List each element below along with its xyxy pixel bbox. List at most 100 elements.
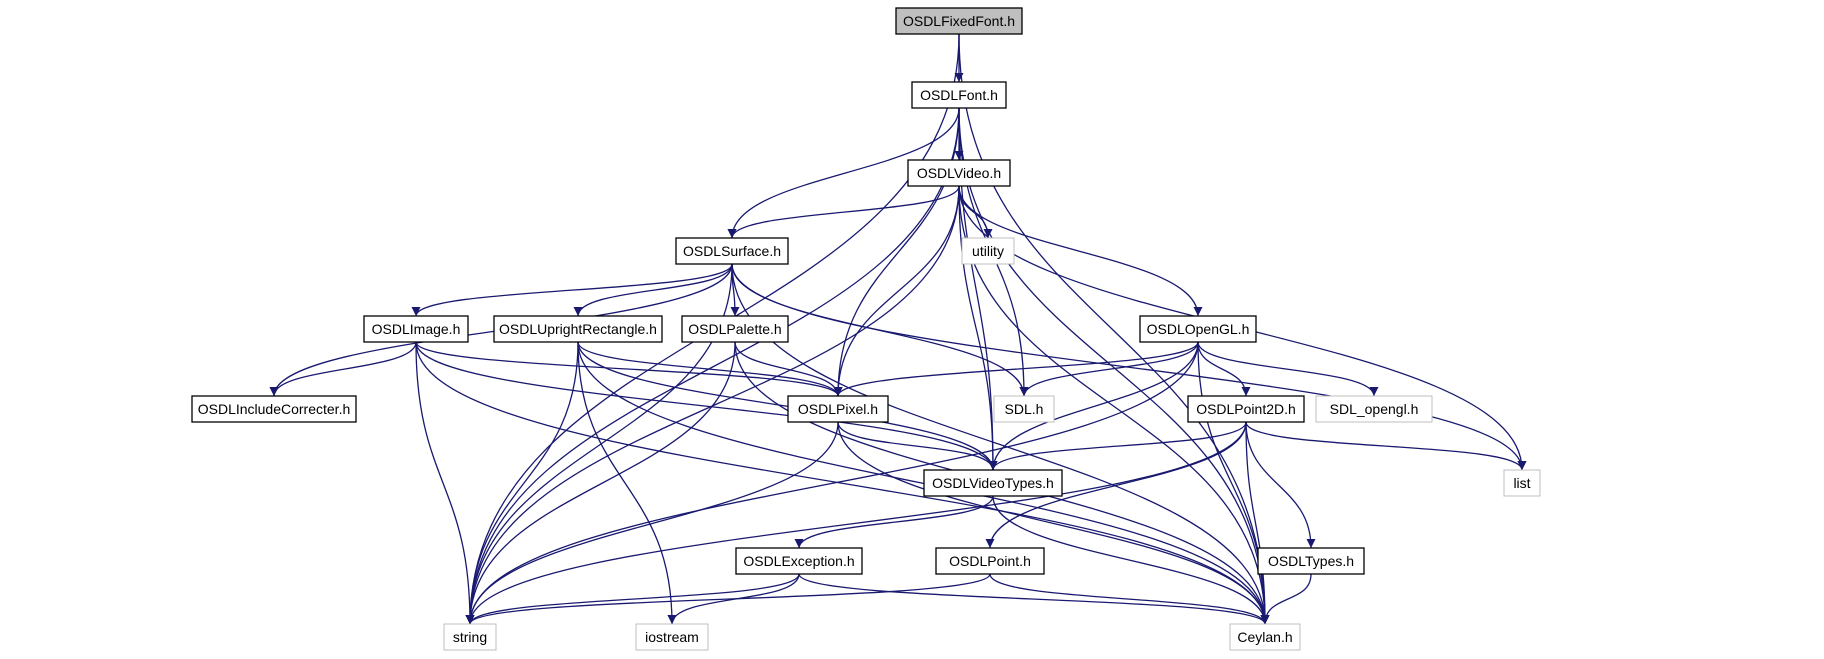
edge-image-to-inclcorr bbox=[269, 341, 417, 397]
node-box-surface bbox=[675, 237, 789, 265]
node-videotypes[interactable]: OSDLVideoTypes.h bbox=[923, 469, 1063, 497]
node-box-exception bbox=[735, 547, 863, 575]
node-label-utility: utility bbox=[972, 243, 1004, 259]
edge-palette-to-string bbox=[465, 341, 736, 625]
node-label-opengl: OSDLOpenGL.h bbox=[1147, 321, 1250, 337]
edge-uprect-to-iostream bbox=[577, 341, 677, 625]
node-label-videotypes: OSDLVideoTypes.h bbox=[932, 475, 1054, 491]
node-opengl[interactable]: OSDLOpenGL.h bbox=[1139, 315, 1257, 343]
node-box-iostream bbox=[635, 623, 709, 651]
node-label-sdlgl: SDL_opengl.h bbox=[1330, 401, 1419, 417]
node-utility: utility bbox=[961, 237, 1015, 265]
node-label-image: OSDLImage.h bbox=[372, 321, 461, 337]
edge-video-to-string bbox=[465, 185, 960, 625]
edge-exception-to-ceylan bbox=[798, 573, 1270, 625]
node-box-opengl bbox=[1139, 315, 1257, 343]
node-inclcorr[interactable]: OSDLIncludeCorrecter.h bbox=[191, 395, 357, 423]
node-ceylan: Ceylan.h bbox=[1229, 623, 1301, 651]
node-label-string: string bbox=[453, 629, 487, 645]
edge-point2d-to-list bbox=[1245, 421, 1527, 471]
edge-surface-to-image bbox=[411, 263, 733, 317]
edge-surface-to-uprect bbox=[573, 263, 733, 317]
node-uprect[interactable]: OSDLUprightRectangle.h bbox=[493, 315, 663, 343]
node-image[interactable]: OSDLImage.h bbox=[363, 315, 469, 343]
node-box-pixel bbox=[787, 395, 889, 423]
edge-point2d-to-videotypes bbox=[988, 421, 1247, 471]
node-box-video bbox=[907, 159, 1011, 187]
node-label-iostream: iostream bbox=[645, 629, 699, 645]
node-box-utility bbox=[961, 237, 1015, 265]
edge-image-to-pixel bbox=[415, 341, 843, 397]
node-box-palette bbox=[681, 315, 789, 343]
node-box-types bbox=[1257, 547, 1365, 575]
edge-pixel-to-string bbox=[465, 421, 839, 625]
node-list: list bbox=[1503, 469, 1541, 497]
edge-opengl-to-pixel bbox=[833, 341, 1199, 397]
edge-types-to-ceylan bbox=[1260, 573, 1312, 625]
node-palette[interactable]: OSDLPalette.h bbox=[681, 315, 789, 343]
edge-font-to-pixel bbox=[833, 107, 960, 397]
node-box-font bbox=[911, 81, 1007, 109]
node-sdlgl: SDL_opengl.h bbox=[1315, 395, 1433, 423]
node-box-inclcorr bbox=[191, 395, 357, 423]
node-point2d[interactable]: OSDLPoint2D.h bbox=[1187, 395, 1305, 423]
node-box-sdl bbox=[993, 395, 1055, 423]
edge-image-to-string bbox=[415, 341, 475, 625]
edge-uprect-to-pixel bbox=[577, 341, 843, 397]
edge-point2d-to-string bbox=[465, 421, 1247, 625]
edge-fixedfont-to-ceylan bbox=[958, 33, 1270, 625]
edge-uprect-to-ceylan bbox=[577, 341, 1270, 625]
node-fixedfont[interactable]: OSDLFixedFont.h bbox=[895, 7, 1023, 35]
node-font[interactable]: OSDLFont.h bbox=[911, 81, 1007, 109]
edge-opengl-to-ceylan bbox=[1197, 341, 1270, 625]
node-box-ceylan bbox=[1229, 623, 1301, 651]
node-box-image bbox=[363, 315, 469, 343]
edge-video-to-pixel bbox=[833, 185, 960, 397]
node-label-point2d: OSDLPoint2D.h bbox=[1196, 401, 1296, 417]
edge-pixel-to-ceylan bbox=[837, 421, 1270, 625]
node-surface[interactable]: OSDLSurface.h bbox=[675, 237, 789, 265]
node-types[interactable]: OSDLTypes.h bbox=[1257, 547, 1365, 575]
node-label-types: OSDLTypes.h bbox=[1268, 553, 1354, 569]
node-box-uprect bbox=[493, 315, 663, 343]
node-box-fixedfont bbox=[895, 7, 1023, 35]
node-box-sdlgl bbox=[1315, 395, 1433, 423]
edge-video-to-surface bbox=[727, 185, 960, 239]
edge-uprect-to-videotypes bbox=[577, 341, 998, 471]
node-exception[interactable]: OSDLException.h bbox=[735, 547, 863, 575]
node-point[interactable]: OSDLPoint.h bbox=[935, 547, 1045, 575]
edge-opengl-to-string bbox=[465, 341, 1199, 625]
edge-font-to-ceylan bbox=[958, 107, 1270, 625]
node-label-uprect: OSDLUprightRectangle.h bbox=[499, 321, 657, 337]
node-string: string bbox=[443, 623, 497, 651]
node-pixel[interactable]: OSDLPixel.h bbox=[787, 395, 889, 423]
node-video[interactable]: OSDLVideo.h bbox=[907, 159, 1011, 187]
node-label-exception: OSDLException.h bbox=[743, 553, 854, 569]
edge-videotypes-to-ceylan bbox=[992, 495, 1270, 625]
node-label-list: list bbox=[1513, 475, 1530, 491]
node-label-font: OSDLFont.h bbox=[920, 87, 998, 103]
edge-image-to-videotypes bbox=[415, 341, 998, 471]
node-label-palette: OSDLPalette.h bbox=[688, 321, 781, 337]
node-label-fixedfont: OSDLFixedFont.h bbox=[903, 13, 1015, 29]
edges bbox=[269, 33, 1527, 625]
edge-video-to-opengl bbox=[958, 185, 1203, 317]
edge-opengl-to-sdlgl bbox=[1197, 341, 1379, 397]
edge-opengl-to-sdl bbox=[1019, 341, 1199, 397]
node-label-surface: OSDLSurface.h bbox=[683, 243, 781, 259]
edge-font-to-surface bbox=[727, 107, 960, 239]
edge-pixel-to-videotypes bbox=[837, 421, 998, 471]
node-box-point2d bbox=[1187, 395, 1305, 423]
node-label-inclcorr: OSDLIncludeCorrecter.h bbox=[198, 401, 351, 417]
edge-point2d-to-ceylan bbox=[1245, 421, 1270, 625]
edge-point-to-string bbox=[465, 573, 991, 625]
node-sdl: SDL.h bbox=[993, 395, 1055, 423]
edge-videotypes-to-exception bbox=[794, 495, 994, 549]
edge-font-to-string bbox=[465, 107, 960, 625]
node-iostream: iostream bbox=[635, 623, 709, 651]
edge-video-to-videotypes bbox=[958, 185, 998, 471]
node-box-point bbox=[935, 547, 1045, 575]
edge-image-to-ceylan bbox=[415, 341, 1270, 625]
